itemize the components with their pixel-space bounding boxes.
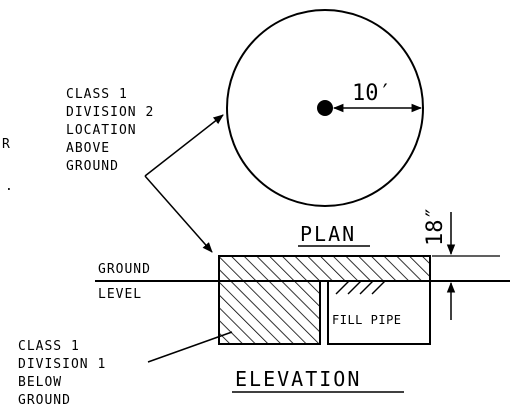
below-ground-zone bbox=[218, 280, 321, 345]
plan-view: 10′ bbox=[226, 9, 424, 207]
fill-pipe-label: FILL PIPE bbox=[332, 313, 402, 327]
elevation-title: ELEVATION bbox=[235, 367, 361, 391]
below-line-2: DIVISION 1 bbox=[18, 357, 106, 372]
above-line-2: DIVISION 2 bbox=[66, 105, 154, 120]
above-line-5: GROUND bbox=[66, 159, 119, 174]
leader-to-below-ground bbox=[147, 331, 233, 363]
fill-pipe-partial-hatch bbox=[335, 280, 386, 295]
above-line-1: CLASS 1 bbox=[66, 87, 128, 102]
above-line-3: LOCATION bbox=[66, 123, 137, 138]
plan-radius-circle bbox=[226, 9, 424, 207]
edge-fragment-r: R bbox=[2, 137, 11, 152]
leader-to-plan bbox=[144, 114, 224, 177]
level-label: LEVEL bbox=[98, 287, 142, 302]
radius-dimension-label: 10′ bbox=[352, 81, 392, 106]
elevation-view: FILL PIPE bbox=[218, 255, 431, 345]
class1-division2-label: CLASS 1 DIVISION 2 LOCATION ABOVE GROUND bbox=[66, 87, 154, 174]
depth-dimension-label: 18″ bbox=[423, 206, 448, 246]
above-ground-zone bbox=[218, 255, 431, 282]
fill-pipe-box bbox=[327, 280, 431, 345]
class1-division1-label: CLASS 1 DIVISION 1 BELOW GROUND bbox=[18, 339, 106, 408]
above-line-4: ABOVE bbox=[66, 141, 110, 156]
depth-dimension: 18″ bbox=[423, 206, 500, 320]
edge-fragment-dot: . bbox=[5, 179, 14, 194]
below-line-3: BELOW bbox=[18, 375, 62, 390]
ground-label: GROUND bbox=[98, 262, 151, 277]
tank-center-dot bbox=[317, 100, 333, 116]
below-line-4: GROUND bbox=[18, 393, 71, 408]
plan-title: PLAN bbox=[300, 222, 356, 246]
below-line-1: CLASS 1 bbox=[18, 339, 80, 354]
leader-to-elevation bbox=[144, 175, 213, 253]
